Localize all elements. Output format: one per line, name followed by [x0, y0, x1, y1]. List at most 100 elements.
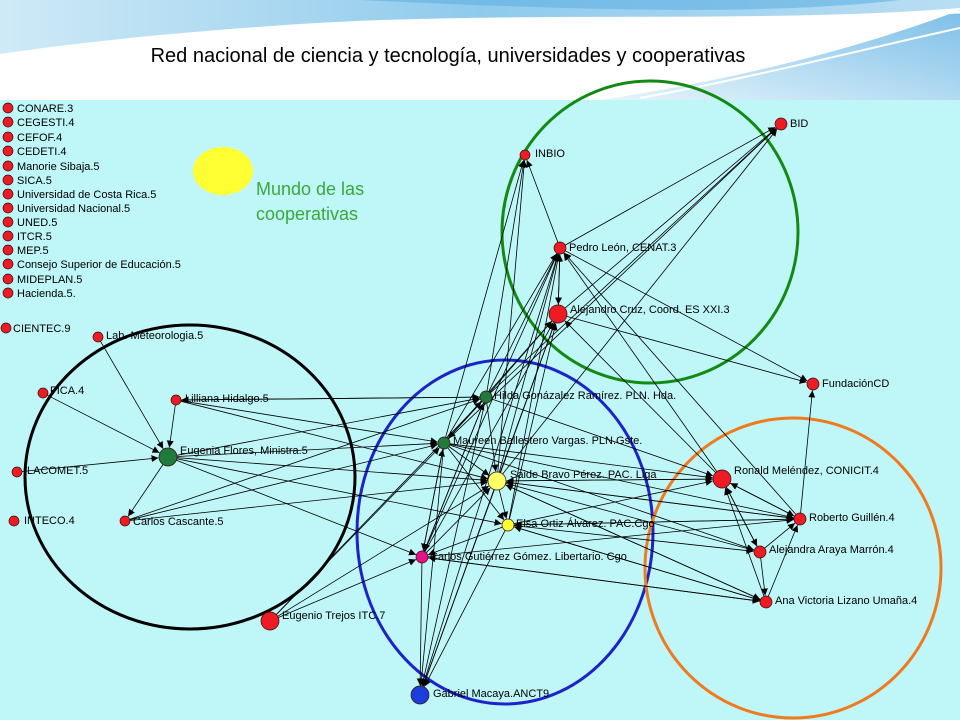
network-edge	[278, 558, 417, 618]
network-edge	[176, 440, 438, 457]
node-pedro-leon[interactable]: Pedro León, CENAT.3	[553, 241, 676, 255]
network-edge	[486, 160, 527, 392]
node-fica[interactable]: FICA.4	[37, 385, 84, 399]
node-carlos-cascante[interactable]: Carlos Cascante.5	[119, 515, 224, 528]
node-hacienda[interactable]: Hacienda.5.	[2, 287, 76, 300]
node-lab-meteorologia[interactable]: Lab. Meteorologia.5	[92, 330, 203, 343]
edges-layer	[21, 126, 816, 687]
network-edge	[565, 126, 776, 246]
node-dot	[2, 188, 14, 200]
node-dot	[793, 512, 807, 526]
node-ana-victoria-lizano[interactable]: Ana Victoria Lizano Umaña.4	[759, 595, 917, 609]
node-label: Alejandro Cruz, Coord. ES XXI.3	[570, 304, 730, 316]
node-label: Gabriel Macaya.ANCT9	[433, 688, 549, 700]
node-elsa-ortiz[interactable]: Elsa Ortiz Álvarez. PAC.Cgo	[501, 517, 655, 532]
node-mep[interactable]: MEP.5	[2, 244, 49, 257]
node-maureen-ballestero[interactable]: Maureen Ballestero Vargas. PLN.Gste.	[437, 435, 642, 450]
node-eugenia-flores[interactable]: Eugenia Flores, Ministra.5	[158, 445, 308, 467]
network-edge	[424, 530, 506, 687]
network-edge	[276, 447, 440, 615]
node-itcr[interactable]: ITCR.5	[2, 230, 52, 243]
network-edge	[127, 464, 164, 517]
node-cegesti[interactable]: CEGESTI.4	[2, 116, 74, 129]
node-label: Carlos Cascante.5	[133, 516, 224, 528]
network-edge	[566, 316, 807, 384]
node-inteco[interactable]: INTECO.4	[8, 515, 75, 527]
network-edge	[421, 253, 559, 687]
node-alejandra-araya[interactable]: Alejandra Araya Marrón.4	[753, 544, 894, 559]
node-label: Eugenia Flores, Ministra.5	[180, 445, 308, 457]
node-ucr[interactable]: Universidad de Costa Rica.5	[2, 188, 156, 201]
node-label: CEDETI.4	[17, 146, 67, 158]
network-edge	[277, 485, 490, 617]
network-edge	[563, 253, 718, 472]
node-cefof[interactable]: CEFOF.4	[2, 131, 62, 144]
node-mideplan[interactable]: MIDEPLAN.5	[2, 273, 82, 286]
node-uned[interactable]: UNED.5	[2, 216, 57, 229]
node-label: CEGESTI.4	[17, 117, 74, 129]
network-edge	[764, 522, 796, 549]
node-label: MEP.5	[17, 245, 49, 257]
node-hilda-gonzalez[interactable]: Hilda Gonázalez Ramírez. PLN. Hda.	[479, 390, 676, 404]
node-saide-bravo[interactable]: Saide Bravo Pérez. PAC. Liga	[487, 469, 657, 491]
node-bid[interactable]: BID	[774, 117, 808, 131]
network-edge	[449, 443, 713, 481]
node-dot	[479, 390, 493, 404]
node-dot	[519, 149, 531, 161]
network-edge	[564, 127, 777, 309]
node-lilliana-hidalgo[interactable]: Lilliana Hidalgo.5	[170, 393, 269, 406]
network-edge	[129, 442, 438, 521]
node-roberto-guillen[interactable]: Roberto Guillén.4	[793, 512, 895, 526]
node-label: UNED.5	[17, 217, 57, 229]
network-edge	[418, 448, 444, 686]
cluster-circle-green	[500, 79, 800, 385]
network-edge	[21, 455, 159, 472]
node-label: ITCR.5	[17, 231, 52, 243]
network-edge	[526, 159, 559, 243]
node-dot	[553, 241, 567, 255]
node-carlos-gutierrez[interactable]: Carlos Gutiérrez Gómez. Libertario. Cgo	[415, 550, 627, 564]
node-label: FundaciónCD	[822, 378, 889, 390]
node-manorie-sibaja[interactable]: Manorie Sibaja.5	[2, 160, 100, 173]
network-edge	[427, 526, 503, 556]
network-edge	[730, 482, 795, 517]
node-ronald-melendez[interactable]: Ronald Meléndez, CONICIT.4	[712, 465, 879, 489]
network-edge	[724, 487, 765, 597]
network-edge	[176, 458, 502, 526]
node-alejandro-cruz[interactable]: Alejandro Cruz, Coord. ES XXI.3	[548, 304, 730, 324]
node-label: Hilda Gonázalez Ramírez. PLN. Hda.	[494, 390, 676, 402]
node-lacomet[interactable]: LACOMET.5	[11, 465, 88, 478]
node-consejo-superior[interactable]: Consejo Superior de Educación.5	[2, 258, 181, 271]
node-sica[interactable]: SICA.5	[2, 174, 52, 187]
node-label: CEFOF.4	[17, 132, 62, 144]
network-edge	[448, 128, 777, 440]
network-edge	[448, 401, 483, 439]
node-dot	[92, 331, 104, 343]
node-dot	[37, 387, 49, 399]
node-dot	[2, 273, 14, 285]
node-dot	[8, 515, 20, 527]
node-dot	[410, 685, 430, 705]
node-gabriel-macaya[interactable]: Gabriel Macaya.ANCT9	[410, 685, 549, 705]
node-cientec[interactable]: CIENTEC.9	[0, 322, 70, 335]
node-cedeti[interactable]: CEDETI.4	[2, 145, 67, 158]
node-dot	[2, 174, 14, 186]
node-dot	[437, 436, 451, 450]
node-conare[interactable]: CONARE.3	[2, 102, 73, 115]
node-inbio[interactable]: INBIO	[519, 148, 565, 161]
network-edge	[505, 482, 754, 552]
node-dot	[119, 515, 131, 527]
node-dot	[2, 244, 14, 256]
network-edge	[514, 525, 761, 601]
nodes-layer: CONARE.3 CEGESTI.4 CEFOF.4 CEDETI.4 Mano…	[0, 102, 917, 705]
node-una[interactable]: Universidad Nacional.5	[2, 202, 130, 215]
node-dot	[2, 131, 14, 143]
node-label: Hacienda.5.	[17, 288, 76, 300]
node-eugenio-trejos[interactable]: Eugenio Trejos ITC.7	[260, 610, 385, 631]
network-edge	[176, 457, 488, 484]
node-fundacion-cd[interactable]: FundaciónCD	[806, 377, 889, 391]
network-edge	[180, 400, 488, 481]
cooperativas-legend-marker	[193, 147, 253, 195]
node-dot	[2, 230, 14, 242]
network-edge	[767, 524, 799, 597]
